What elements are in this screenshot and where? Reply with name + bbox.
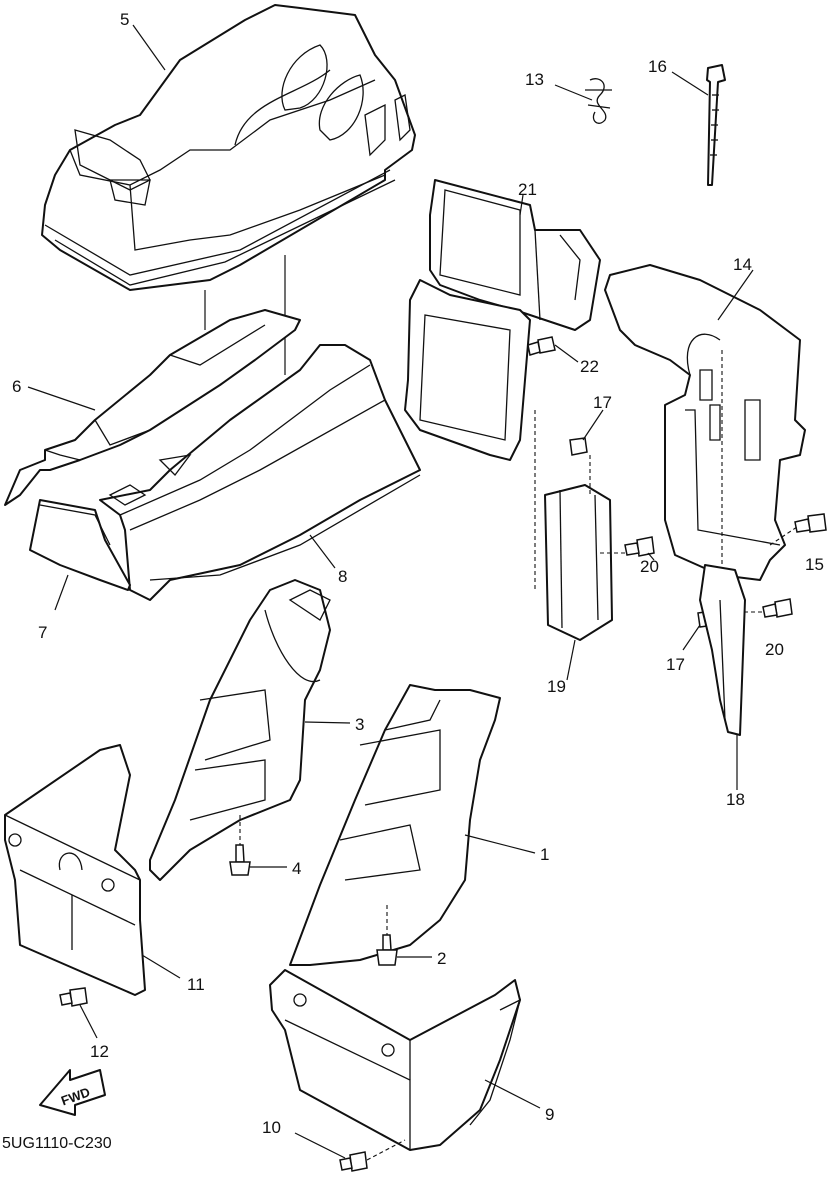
part-19-plate xyxy=(544,484,613,641)
callout-10: 10 xyxy=(262,1118,281,1137)
callout-17-upper: 17 xyxy=(593,393,612,412)
callout-1: 1 xyxy=(540,845,549,864)
diagram-code: 5UG1110-C230 xyxy=(2,1135,112,1152)
part-20-bolt-upper xyxy=(624,536,655,557)
part-3-left-side-cover xyxy=(149,579,331,881)
callout-17-lower: 17 xyxy=(666,655,685,674)
part-7-front-shield xyxy=(29,499,131,591)
part-21-bracket-box xyxy=(429,179,601,331)
callout-13: 13 xyxy=(525,70,544,89)
part-15-bolt xyxy=(794,513,827,533)
callout-22: 22 xyxy=(580,357,599,376)
callout-12: 12 xyxy=(90,1042,109,1061)
part-6-inner-tray xyxy=(4,309,301,506)
callout-19: 19 xyxy=(547,677,566,696)
part-12-bolt xyxy=(59,987,88,1007)
callout-20-upper: 20 xyxy=(640,557,659,576)
part-18-strip xyxy=(699,564,746,736)
part-1-right-side-cover xyxy=(289,684,501,966)
part-20-bolt-lower xyxy=(762,598,793,618)
callout-7: 7 xyxy=(38,623,47,642)
part-11-front-bracket xyxy=(4,744,146,996)
callout-6: 6 xyxy=(12,377,21,396)
part-2-screw xyxy=(376,934,398,966)
callout-9: 9 xyxy=(545,1105,554,1124)
part-8-cover-panel xyxy=(99,344,421,601)
part-9-lower-cover xyxy=(269,969,521,1151)
callout-3: 3 xyxy=(355,715,364,734)
callout-18: 18 xyxy=(726,790,745,809)
part-5-top-cover xyxy=(41,4,416,291)
callout-8: 8 xyxy=(338,567,347,586)
callout-16: 16 xyxy=(648,57,667,76)
callout-5: 5 xyxy=(120,10,129,29)
callout-2: 2 xyxy=(437,949,446,968)
part-14-side-plate xyxy=(604,264,806,581)
callout-11: 11 xyxy=(187,975,205,994)
part-4-screw xyxy=(229,844,251,876)
part-10-bolt xyxy=(339,1151,368,1172)
callout-21: 21 xyxy=(518,180,537,199)
frame-22 xyxy=(404,279,531,461)
callout-20-lower: 20 xyxy=(765,640,784,659)
part-17-clip-upper xyxy=(569,437,588,456)
callout-15: 15 xyxy=(805,555,824,574)
callout-14: 14 xyxy=(733,255,752,274)
part-22-bolt xyxy=(527,336,556,356)
forward-arrow-icon: FWD xyxy=(39,1069,106,1116)
part-13-clip xyxy=(585,78,612,124)
callout-4: 4 xyxy=(292,859,301,878)
part-16-cable-tie xyxy=(706,64,726,186)
